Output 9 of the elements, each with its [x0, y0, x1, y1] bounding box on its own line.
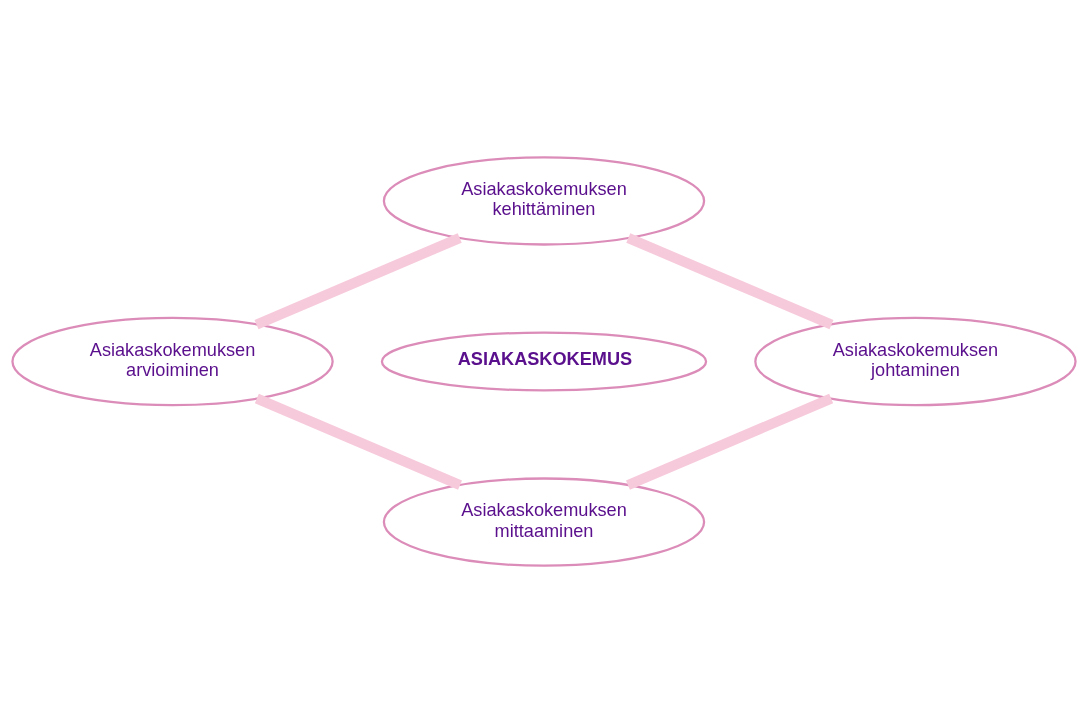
- node-ellipse: Asiakaskokemuksen johtaminen: [754, 316, 1077, 406]
- connector: [626, 232, 834, 329]
- node-ellipse: Asiakaskokemuksen arvioiminen: [11, 316, 334, 406]
- node-ellipse: Asiakaskokemuksen mittaaminen: [382, 476, 706, 567]
- node-ellipse: ASIAKASKOKEMUS: [380, 331, 708, 391]
- connector: [625, 393, 834, 490]
- connector: [254, 232, 462, 329]
- node-ellipse: Asiakaskokemuksen kehittäminen: [382, 155, 706, 246]
- connector: [254, 393, 463, 490]
